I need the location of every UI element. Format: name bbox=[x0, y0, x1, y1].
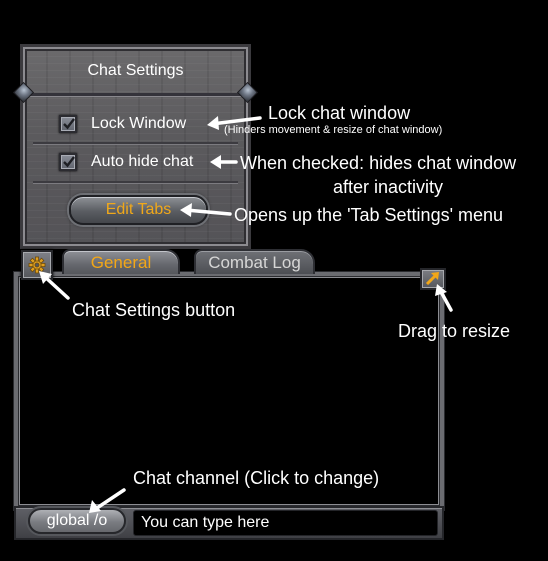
lock-annotation-subtitle: (Hinders movement & resize of chat windo… bbox=[224, 124, 443, 136]
gear-icon bbox=[28, 256, 46, 274]
auto-hide-label: Auto hide chat bbox=[91, 153, 194, 170]
settings-button-annotation: Chat Settings button bbox=[72, 300, 236, 320]
chat-channel-button[interactable]: global /o bbox=[28, 508, 126, 534]
checkmark-icon bbox=[63, 118, 75, 130]
resize-arrow-icon bbox=[425, 272, 439, 286]
channel-annotation: Chat channel (Click to change) bbox=[133, 468, 380, 488]
auto-hide-annotation-line1: When checked: hides chat window bbox=[240, 153, 517, 173]
auto-hide-annotation-line2: after inactivity bbox=[333, 177, 444, 197]
chat-window-frame bbox=[14, 272, 444, 510]
tab-general[interactable]: General bbox=[62, 249, 180, 274]
resize-handle[interactable] bbox=[420, 268, 446, 290]
edit-tabs-arrow bbox=[184, 208, 232, 216]
resize-annotation: Drag to resize bbox=[398, 321, 511, 341]
lock-annotation-title: Lock chat window bbox=[268, 103, 411, 123]
auto-hide-checkbox[interactable] bbox=[59, 153, 77, 171]
row-divider bbox=[33, 181, 238, 183]
chat-settings-panel: Chat Settings Lock Window Auto hide chat… bbox=[12, 44, 259, 249]
settings-title: Chat Settings bbox=[87, 62, 184, 79]
auto-hide-row[interactable]: Auto hide chat bbox=[59, 153, 193, 171]
chat-input-field[interactable]: You can type here bbox=[133, 510, 438, 536]
tab-combat-log[interactable]: Combat Log bbox=[194, 249, 315, 274]
settings-button-arrow bbox=[42, 274, 70, 300]
edit-tabs-button[interactable]: Edit Tabs bbox=[69, 195, 208, 225]
lock-window-label: Lock Window bbox=[91, 115, 187, 132]
edit-tabs-annotation: Opens up the 'Tab Settings' menu bbox=[234, 205, 504, 225]
channel-arrow bbox=[92, 488, 126, 512]
lock-window-row[interactable]: Lock Window bbox=[59, 115, 186, 133]
lock-window-arrow bbox=[210, 116, 262, 126]
checkmark-icon bbox=[63, 156, 75, 168]
lock-window-checkbox[interactable] bbox=[59, 115, 77, 133]
settings-title-bar: Chat Settings bbox=[23, 47, 248, 96]
row-divider bbox=[33, 142, 238, 144]
